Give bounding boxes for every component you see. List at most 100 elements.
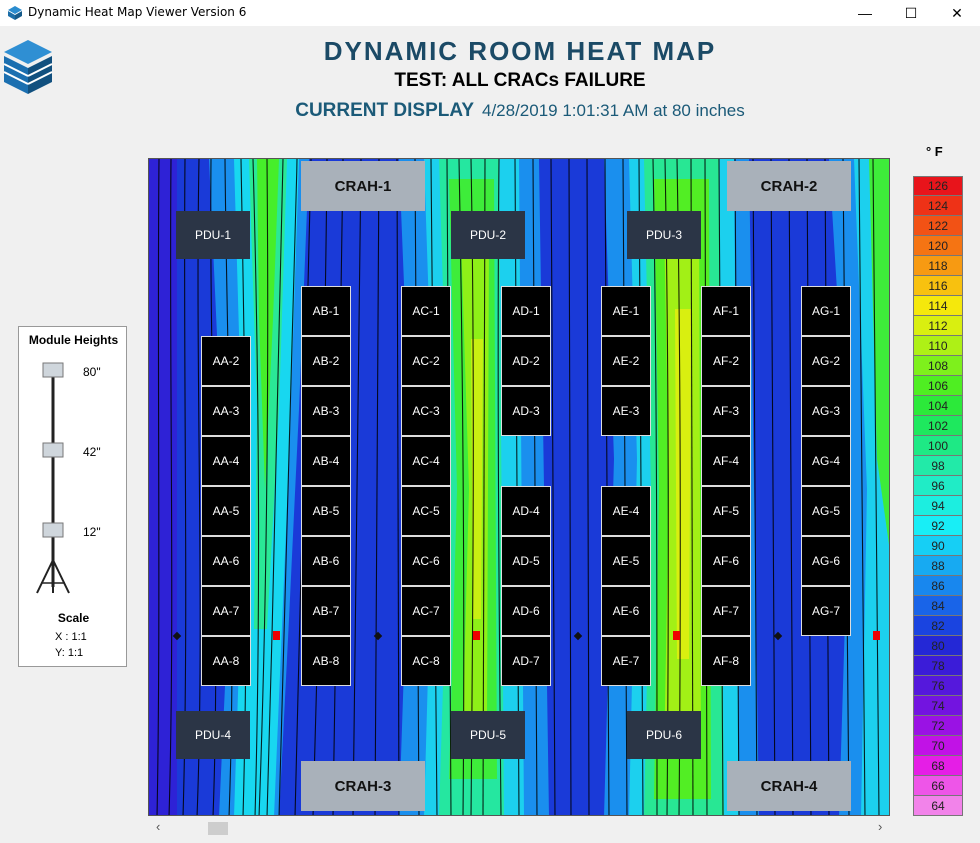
company-logo-icon [3,40,53,94]
title-bar: Dynamic Heat Map Viewer Version 6 — ☐ ✕ [0,0,980,26]
legend-cell-126: 126 [913,176,963,196]
rack-af-6[interactable]: AF-6 [701,536,751,586]
rack-af-7[interactable]: AF-7 [701,586,751,636]
legend-cell-90: 90 [913,536,963,556]
temp-sensor[interactable] [473,631,480,640]
pdu-6[interactable]: PDU-6 [627,711,701,759]
rack-ae-5[interactable]: AE-5 [601,536,651,586]
rack-aa-7[interactable]: AA-7 [201,586,251,636]
rack-af-8[interactable]: AF-8 [701,636,751,686]
rack-af-5[interactable]: AF-5 [701,486,751,536]
crah-1[interactable]: CRAH-1 [301,161,425,211]
horizontal-scrollbar[interactable]: ‹ › [148,818,890,836]
legend-cell-102: 102 [913,416,963,436]
rack-ad-5[interactable]: AD-5 [501,536,551,586]
rack-ag-4[interactable]: AG-4 [801,436,851,486]
scale-x: X : 1:1 [55,631,87,643]
rack-ac-4[interactable]: AC-4 [401,436,451,486]
rack-ad-2[interactable]: AD-2 [501,336,551,386]
maximize-button[interactable]: ☐ [904,4,918,21]
pdu-5[interactable]: PDU-5 [451,711,525,759]
rack-aa-4[interactable]: AA-4 [201,436,251,486]
rack-aa-8[interactable]: AA-8 [201,636,251,686]
rack-ac-7[interactable]: AC-7 [401,586,451,636]
legend-cell-108: 108 [913,356,963,376]
rack-ag-1[interactable]: AG-1 [801,286,851,336]
rack-ae-4[interactable]: AE-4 [601,486,651,536]
rack-ag-5[interactable]: AG-5 [801,486,851,536]
legend-cell-124: 124 [913,196,963,216]
rack-ad-6[interactable]: AD-6 [501,586,551,636]
legend-cell-78: 78 [913,656,963,676]
page-title: DYNAMIC ROOM HEAT MAP [323,36,717,66]
rack-ae-2[interactable]: AE-2 [601,336,651,386]
rack-af-1[interactable]: AF-1 [701,286,751,336]
crah-2[interactable]: CRAH-2 [727,161,851,211]
rack-ab-5[interactable]: AB-5 [301,486,351,536]
rack-ae-1[interactable]: AE-1 [601,286,651,336]
rack-aa-3[interactable]: AA-3 [201,386,251,436]
pdu-1[interactable]: PDU-1 [176,211,250,259]
window-title: Dynamic Heat Map Viewer Version 6 [28,5,247,19]
rack-ac-8[interactable]: AC-8 [401,636,451,686]
rack-aa-2[interactable]: AA-2 [201,336,251,386]
rack-ab-2[interactable]: AB-2 [301,336,351,386]
legend-cell-100: 100 [913,436,963,456]
rack-ad-4[interactable]: AD-4 [501,486,551,536]
rack-ab-1[interactable]: AB-1 [301,286,351,336]
pdu-3[interactable]: PDU-3 [627,211,701,259]
rack-af-2[interactable]: AF-2 [701,336,751,386]
pdu-4[interactable]: PDU-4 [176,711,250,759]
legend-cell-96: 96 [913,476,963,496]
rack-ab-6[interactable]: AB-6 [301,536,351,586]
legend-cell-74: 74 [913,696,963,716]
temp-sensor[interactable] [673,631,680,640]
module-heights-title: Module Heights [28,333,119,347]
rack-ad-7[interactable]: AD-7 [501,636,551,686]
rack-ac-3[interactable]: AC-3 [401,386,451,436]
rack-aa-6[interactable]: AA-6 [201,536,251,586]
scrollbar-thumb[interactable] [208,822,228,835]
legend-cell-112: 112 [913,316,963,336]
crah-4[interactable]: CRAH-4 [727,761,851,811]
rack-ae-6[interactable]: AE-6 [601,586,651,636]
rack-ae-3[interactable]: AE-3 [601,386,651,436]
height-42: 42" [83,445,101,459]
crah-3[interactable]: CRAH-3 [301,761,425,811]
legend-cell-80: 80 [913,636,963,656]
rack-ab-4[interactable]: AB-4 [301,436,351,486]
legend-cell-70: 70 [913,736,963,756]
rack-ad-1[interactable]: AD-1 [501,286,551,336]
height-12: 12" [83,525,101,539]
rack-ag-2[interactable]: AG-2 [801,336,851,386]
temp-sensor[interactable] [873,631,880,640]
rack-ac-5[interactable]: AC-5 [401,486,451,536]
rack-ae-7[interactable]: AE-7 [601,636,651,686]
rack-aa-5[interactable]: AA-5 [201,486,251,536]
rack-ag-7[interactable]: AG-7 [801,586,851,636]
close-button[interactable]: ✕ [951,4,963,21]
rack-ag-6[interactable]: AG-6 [801,536,851,586]
current-display-label: CURRENT DISPLAY [295,100,474,121]
legend-cell-84: 84 [913,596,963,616]
minimize-button[interactable]: — [858,5,872,21]
temp-sensor[interactable] [273,631,280,640]
rack-af-4[interactable]: AF-4 [701,436,751,486]
legend-cell-94: 94 [913,496,963,516]
scroll-right-arrow-icon[interactable]: › [878,819,883,834]
rack-ab-8[interactable]: AB-8 [301,636,351,686]
legend-cell-68: 68 [913,756,963,776]
rack-ac-1[interactable]: AC-1 [401,286,451,336]
rack-ab-3[interactable]: AB-3 [301,386,351,436]
rack-ac-6[interactable]: AC-6 [401,536,451,586]
rack-af-3[interactable]: AF-3 [701,386,751,436]
scroll-left-arrow-icon[interactable]: ‹ [156,819,161,834]
heat-map[interactable]: CRAH-1 CRAH-2 CRAH-3 CRAH-4 PDU-1 PDU-2 … [148,158,890,816]
rack-ad-3[interactable]: AD-3 [501,386,551,436]
rack-ag-3[interactable]: AG-3 [801,386,851,436]
rack-ac-2[interactable]: AC-2 [401,336,451,386]
rack-ab-7[interactable]: AB-7 [301,586,351,636]
pdu-2[interactable]: PDU-2 [451,211,525,259]
legend-cell-98: 98 [913,456,963,476]
